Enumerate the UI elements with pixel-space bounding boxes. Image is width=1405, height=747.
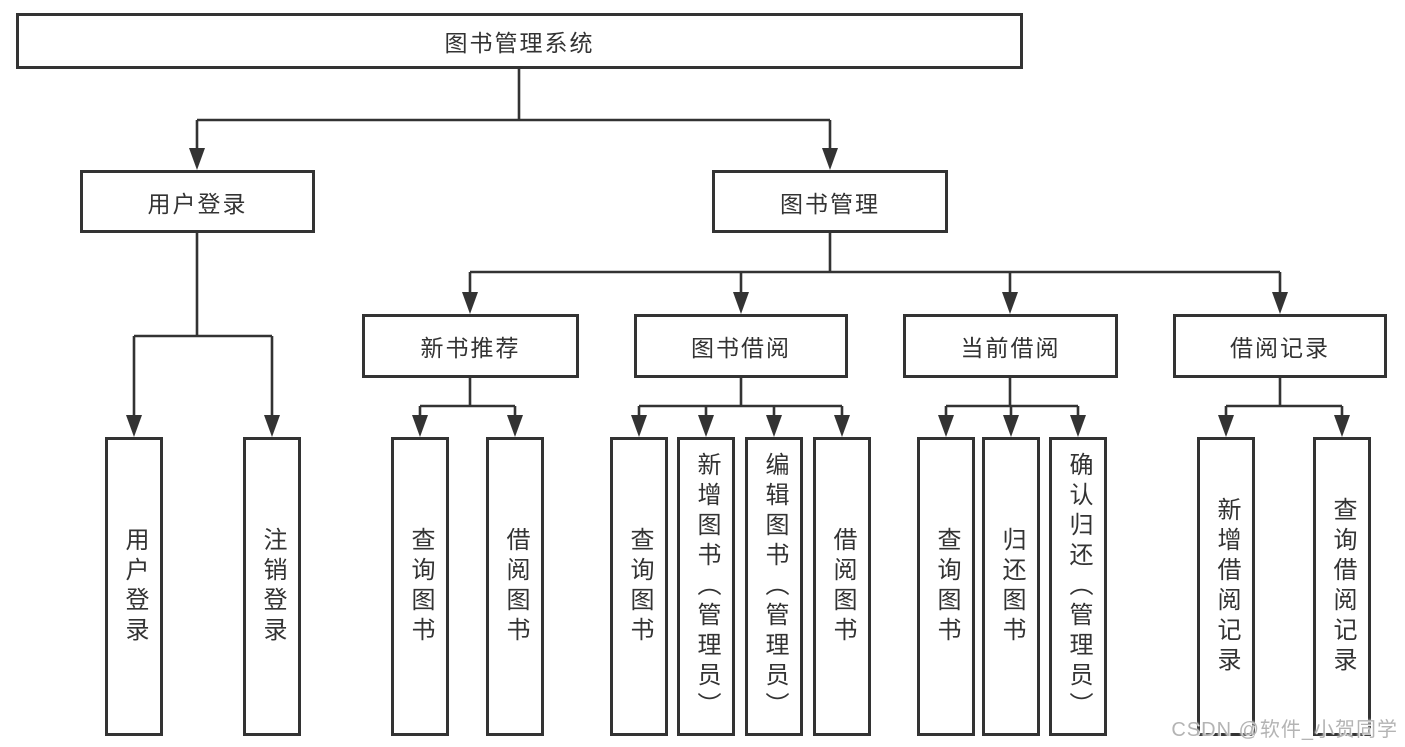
leaf-borrow-books: 借阅图书: [813, 437, 871, 736]
leaf-add-borrow-record: 新增借阅记录: [1197, 437, 1255, 736]
arrowhead: [631, 415, 647, 437]
arrowhead: [462, 292, 478, 314]
leaf-edit-book-admin: 编辑图书（管理员）: [745, 437, 803, 736]
leaf-query-borrow-record: 查询借阅记录: [1313, 437, 1371, 736]
arrowhead: [412, 415, 428, 437]
arrowhead: [1002, 292, 1018, 314]
arrowhead: [1272, 292, 1288, 314]
arrowhead: [1218, 415, 1234, 437]
connector-new-book-recommendation-to-leaves: [418, 378, 517, 433]
arrowhead: [766, 415, 782, 437]
arrowhead: [126, 415, 142, 437]
leaf-query-books-borrowing: 查询图书: [610, 437, 668, 736]
connector-borrowing-records-to-leaves: [1224, 378, 1344, 433]
leaf-return-books: 归还图书: [982, 437, 1040, 736]
leaf-user-login: 用户登录: [105, 437, 163, 736]
arrowhead: [834, 415, 850, 437]
arrowhead: [1334, 415, 1350, 437]
connector-book-borrowing-to-leaves: [637, 378, 844, 433]
node-library-management-system: 图书管理系统: [16, 13, 1023, 69]
arrowhead: [507, 415, 523, 437]
arrowhead: [938, 415, 954, 437]
node-book-management: 图书管理: [712, 170, 948, 233]
node-book-borrowing: 图书借阅: [634, 314, 848, 378]
node-current-borrowing: 当前借阅: [903, 314, 1118, 378]
node-new-book-recommendation: 新书推荐: [362, 314, 579, 378]
arrowhead: [1070, 415, 1086, 437]
arrowhead: [189, 148, 205, 170]
arrowhead: [733, 292, 749, 314]
connector-user-login-to-leaves: [132, 233, 274, 433]
leaf-logout: 注销登录: [243, 437, 301, 736]
leaf-query-books-recommendation: 查询图书: [391, 437, 449, 736]
arrowhead: [822, 148, 838, 170]
node-user-login: 用户登录: [80, 170, 315, 233]
arrowhead: [1003, 415, 1019, 437]
node-borrowing-records: 借阅记录: [1173, 314, 1387, 378]
watermark: CSDN @软件_小贺同学: [1171, 719, 1398, 741]
arrowhead: [698, 415, 714, 437]
leaf-add-book-admin: 新增图书（管理员）: [677, 437, 735, 736]
leaf-borrow-books-recommendation: 借阅图书: [486, 437, 544, 736]
leaf-confirm-return-admin: 确认归还（管理员）: [1049, 437, 1107, 736]
leaf-query-books-current: 查询图书: [917, 437, 975, 736]
connector-book-management-to-level3: [468, 233, 1282, 310]
connector-root-to-level2: [195, 69, 832, 166]
arrowhead: [264, 415, 280, 437]
